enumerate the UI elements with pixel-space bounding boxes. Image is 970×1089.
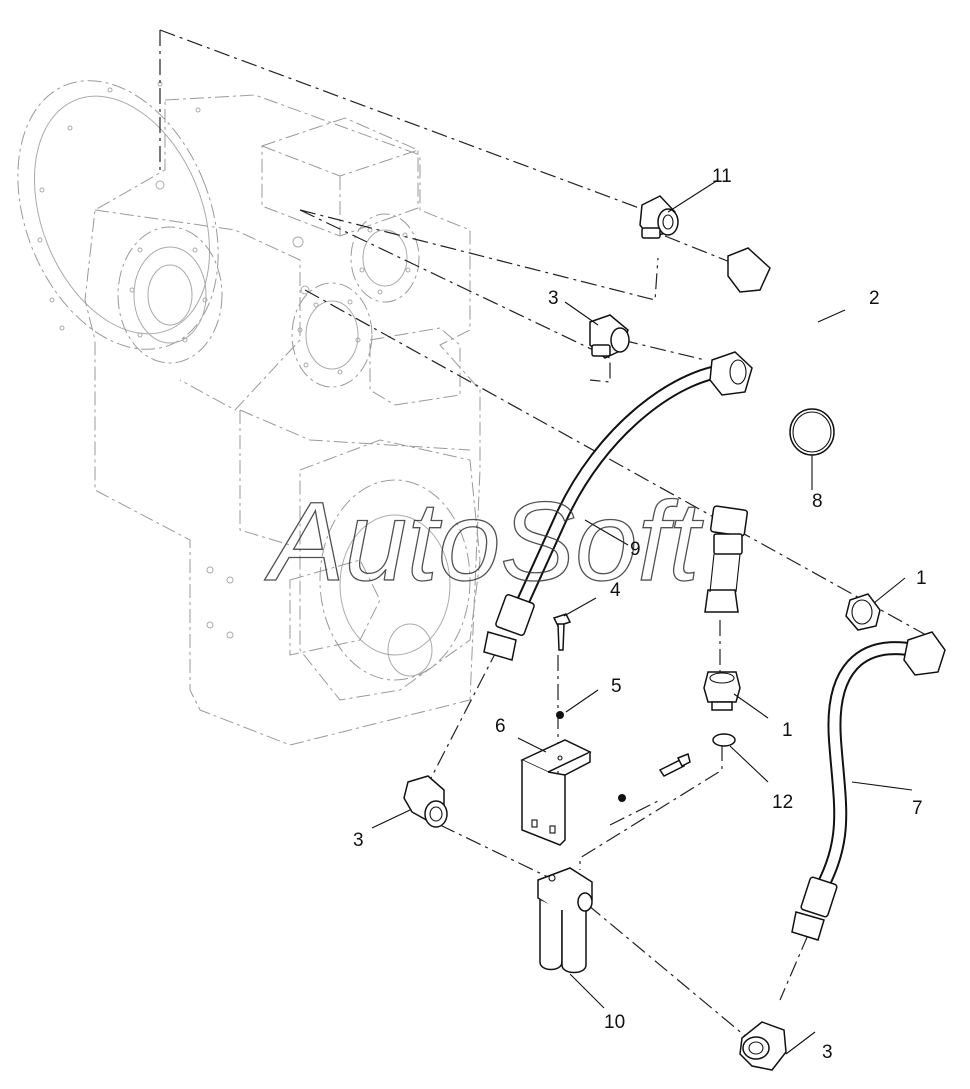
part-10-filter — [537, 867, 593, 974]
callout-9: 9 — [630, 539, 641, 560]
part-5-washer — [556, 711, 564, 719]
leader-lines — [371, 179, 913, 1055]
part-3-elbow-upper — [589, 314, 630, 359]
part-9-hose — [483, 351, 753, 661]
part-7-hose — [791, 631, 946, 941]
callout-1-right: 1 — [916, 568, 927, 589]
part-3-elbow-lower-left — [403, 775, 448, 828]
callout-10: 10 — [604, 1012, 625, 1033]
part-12-seal — [712, 733, 736, 747]
callout-numbers: 11 2 3 8 9 1 4 5 1 6 12 7 3 10 3 — [353, 166, 927, 1063]
callout-12: 12 — [772, 792, 793, 813]
callout-3-lower-left: 3 — [353, 830, 364, 851]
callout-3-upper: 3 — [548, 288, 559, 309]
watermark: AutoSoft — [264, 479, 704, 604]
callout-6: 6 — [495, 716, 506, 737]
part-4-bolt — [552, 613, 572, 651]
part-8-o-ring — [789, 408, 835, 456]
callout-2: 2 — [869, 288, 880, 309]
callout-4: 4 — [610, 580, 621, 601]
callout-8: 8 — [812, 491, 823, 512]
part-2-hose — [704, 247, 822, 613]
callout-7: 7 — [912, 798, 923, 819]
part-11-elbow-fitting — [639, 195, 679, 239]
callout-5: 5 — [611, 676, 622, 697]
callout-1-center: 1 — [782, 720, 793, 741]
bracket-bolt — [618, 752, 691, 802]
part-3-elbow-lower-right — [739, 1021, 787, 1071]
part-1-adapter-center — [703, 671, 741, 711]
transmission-housing — [17, 80, 481, 746]
part-6-bracket — [520, 739, 592, 846]
callout-11: 11 — [712, 166, 732, 187]
part-1-adapter-right — [845, 593, 881, 631]
callout-3-lower-right: 3 — [822, 1042, 833, 1063]
